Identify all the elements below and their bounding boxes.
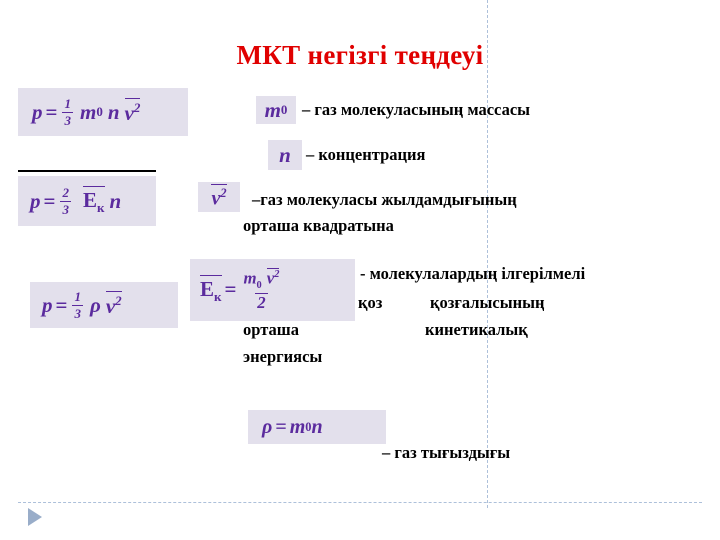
description-energy-line2-left: қоз <box>358 293 383 312</box>
formula3-denominator: 3 <box>72 304 83 321</box>
formula1-denominator: 3 <box>62 111 73 128</box>
slide-title: МКТ негізгі теңдеуі <box>236 40 484 70</box>
formula2-concentration-symbol: n <box>109 188 122 213</box>
description-energy-line3-left: орташа <box>243 320 299 339</box>
formula1-lhs: p <box>32 99 43 124</box>
symbol-chip-n: n <box>268 140 302 170</box>
description-energy-line3-right: кинетикалық <box>425 320 528 339</box>
formula1-concentration-symbol: n <box>107 99 120 124</box>
formula3-fraction: 1 3 <box>72 289 83 321</box>
description-energy-line4: энергиясы <box>243 347 323 366</box>
description-density: – газ тығыздығы <box>382 443 511 462</box>
formula3-equals: = <box>55 292 68 317</box>
formula2-denominator: 3 <box>60 200 71 217</box>
formula-pressure-density: p = 1 3 ρ v2 <box>30 282 178 328</box>
formula2-fraction: 2 3 <box>60 185 71 217</box>
formula2-lhs: p <box>30 188 41 213</box>
formula3-lhs: p <box>42 292 53 317</box>
horizontal-guide-line <box>18 502 702 503</box>
description-energy-line1: - молекулалардың ілгерілмелі <box>360 264 586 283</box>
formula5-mass-symbol: m <box>289 415 306 438</box>
formula5-equals: = <box>275 415 287 438</box>
formula2-equals: = <box>43 188 56 213</box>
vertical-guide-line <box>487 0 488 508</box>
formula2-top-rule <box>18 170 156 172</box>
formula1-equals: = <box>45 99 58 124</box>
formula3-mean-square-speed: v2 <box>105 291 122 318</box>
formula5-density-symbol: ρ <box>262 415 273 438</box>
description-mass: – газ молекуласының массасы <box>302 100 531 119</box>
formula5-concentration-symbol: n <box>311 415 323 438</box>
formula1-mass-symbol: m <box>79 99 97 124</box>
formula-pressure-energy: p = 2 3 Eк n <box>18 176 156 226</box>
formula4-equals: = <box>224 277 237 302</box>
symbol-chip-v-squared: v2 <box>198 182 240 212</box>
formula1-fraction: 1 3 <box>62 96 73 128</box>
description-speed-line2: орташа квадратына <box>243 216 394 235</box>
description-energy-line2-right: қозғалысының <box>430 293 545 312</box>
formula4-denominator: 2 <box>255 292 268 312</box>
formula1-mean-square-speed: v2 <box>124 98 141 125</box>
formula3-density-symbol: ρ <box>89 292 101 317</box>
description-concentration: – концентрация <box>306 145 426 164</box>
formula4-mean-kinetic-energy: Eк <box>200 274 222 305</box>
description-speed-line1: –газ молекуласы жылдамдығының <box>252 190 517 209</box>
formula5-mass-subscript: 0 <box>305 419 312 434</box>
formula1-numerator: 1 <box>64 96 71 112</box>
play-triangle-icon[interactable] <box>28 508 42 526</box>
formula2-numerator: 2 <box>62 185 69 201</box>
formula3-numerator: 1 <box>74 289 81 305</box>
formula1-mass-subscript: 0 <box>96 104 103 119</box>
formula2-mean-kinetic-energy: Eк <box>82 185 105 216</box>
